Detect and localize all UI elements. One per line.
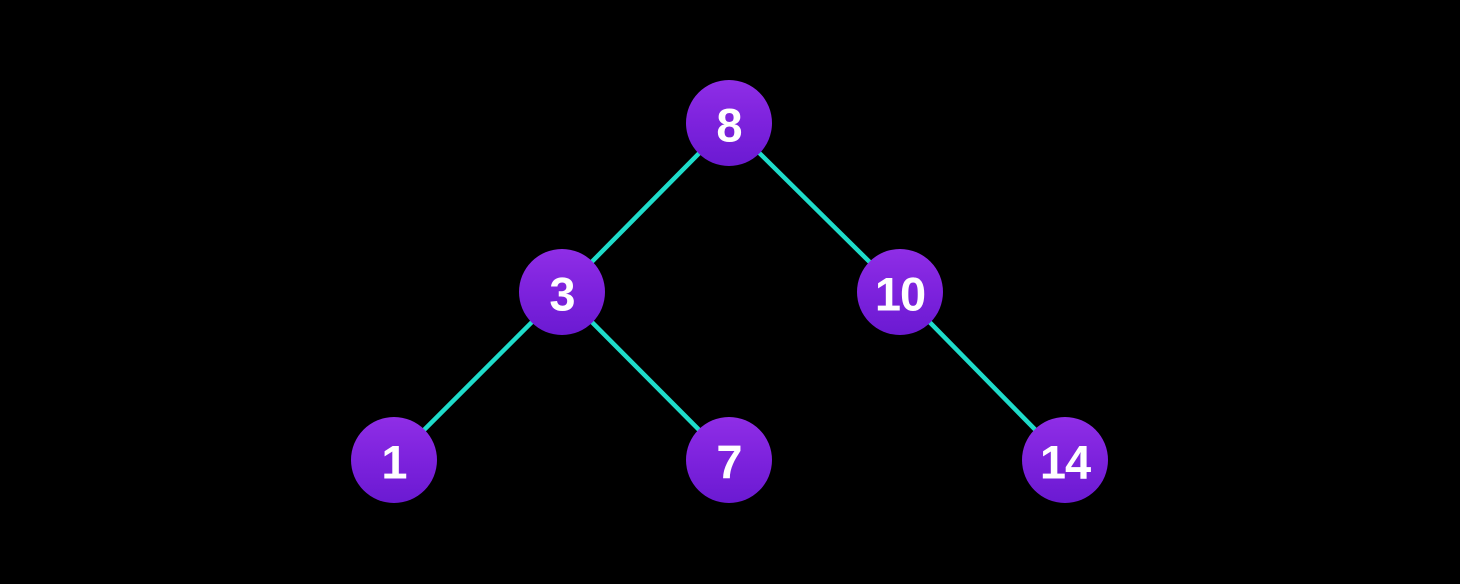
tree-node-3: 3 [519, 249, 605, 335]
tree-node-7: 7 [686, 417, 772, 503]
node-circle-7 [686, 417, 772, 503]
node-circle-14 [1022, 417, 1108, 503]
node-label-1: 1 [381, 436, 406, 489]
node-label-14: 14 [1040, 436, 1091, 489]
node-circle-10 [857, 249, 943, 335]
node-label-7: 7 [716, 436, 741, 489]
node-label-3: 3 [549, 268, 574, 321]
node-circle-1 [351, 417, 437, 503]
tree-node-8: 8 [686, 80, 772, 166]
tree-node-14: 14 [1022, 417, 1108, 503]
node-label-10: 10 [875, 268, 925, 321]
tree-node-10: 10 [857, 249, 943, 335]
node-label-8: 8 [716, 99, 741, 152]
node-circle-8 [686, 80, 772, 166]
tree-node-1: 1 [351, 417, 437, 503]
node-circle-3 [519, 249, 605, 335]
